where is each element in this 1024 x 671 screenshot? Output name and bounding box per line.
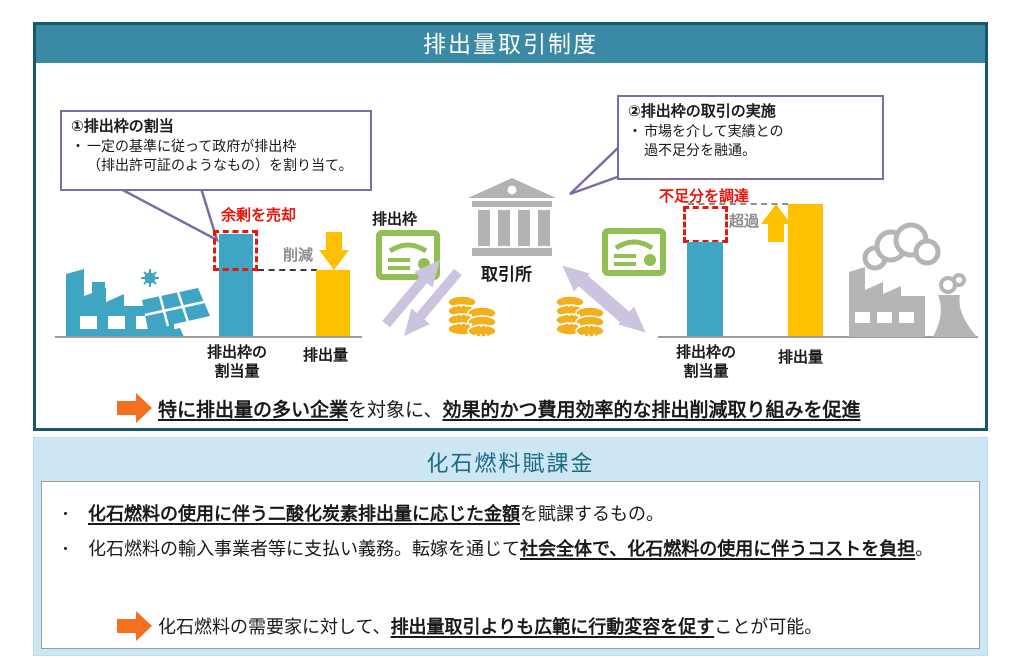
ets-summary-mid: を対象に、 (348, 400, 443, 421)
bullet-char: ・ (58, 541, 74, 558)
levy-bullet1-rest: を賦課するもの。 (520, 504, 664, 524)
coin-stack-icon (555, 295, 605, 338)
callout-allocation-title: ①排出枠の割当 (71, 118, 174, 135)
trade-arrow-icon (579, 273, 646, 333)
emission-bar-label-right: 排出量 (778, 349, 824, 366)
trade-arrow-icon (404, 268, 462, 337)
emission-bar-left (316, 270, 350, 337)
coin-stack-icon (447, 295, 497, 338)
down-arrow-icon (319, 232, 349, 270)
excess-label: 超過 (729, 213, 760, 230)
solar-panel-icon (141, 269, 210, 337)
right-arrow-icon (117, 611, 152, 641)
certificate-icon (376, 230, 440, 280)
callout-trading-title: ②排出枠の取引の実施 (628, 103, 776, 120)
callout-trading: ②排出枠の取引の実施 ・ 市場を介して実績との 過不足分を融通。 (617, 95, 884, 180)
up-arrow-icon (761, 204, 791, 242)
ets-summary: 特に排出量の多い企業を対象に、効果的かつ費用効率的な排出削減取り組みを促進 (158, 396, 978, 426)
allocation-bar-right (687, 242, 723, 337)
reduction-label: 削減 (283, 247, 314, 264)
shortage-procure-label: 不足分を調達 (659, 188, 750, 205)
ets-section-title: 排出量取引制度 (36, 25, 985, 63)
ground-line-left (55, 336, 362, 338)
ground-line-right (658, 336, 978, 338)
trade-arrow-icon (382, 259, 440, 328)
levy-bullet2-bold: 社会全体で、化石燃料の使用に伴うコストを負担 (520, 539, 916, 559)
callout-trading-body: 市場を介して実績との 過不足分を融通。 (644, 123, 784, 158)
ets-summary-bold1: 特に排出量の多い企業 (158, 400, 349, 421)
right-arrow-icon (117, 393, 152, 423)
surplus-dashed-box (213, 230, 258, 271)
ets-summary-bold2: 効果的かつ費用効率的な排出削減取り組みを促進 (442, 400, 861, 421)
smoking-factory-icon (849, 222, 977, 337)
levy-bullet1-bold: 化石燃料の使用に伴う二酸化炭素排出量に応じた金額 (88, 504, 520, 524)
levy-summary-bold: 排出量取引よりも広範に行動変容を促す (390, 617, 715, 637)
level-dashed-line-right (688, 203, 788, 205)
levy-summary: 化石燃料の需要家に対して、排出量取引よりも広範に行動変容を促すことが可能。 (158, 613, 968, 641)
levy-bullet2-pre: 化石燃料の輸入事業者等に支払い義務。転嫁を通じて (88, 539, 520, 559)
bullet-char: ・ (628, 123, 642, 139)
levy-bullet-2: ・ 化石燃料の輸入事業者等に支払い義務。転嫁を通じて社会全体で、化石燃料の使用に… (58, 536, 963, 563)
allocation-bar-left (219, 234, 253, 337)
emission-bar-right (788, 204, 823, 337)
permit-label: 排出枠 (372, 211, 418, 228)
levy-summary-pre: 化石燃料の需要家に対して、 (158, 617, 391, 637)
levy-summary-post: ことが可能。 (714, 617, 823, 637)
allocation-bar-label-right: 排出枠の 割当量 (675, 344, 736, 380)
levy-bullet-1: ・ 化石燃料の使用に伴う二酸化炭素排出量に応じた金額を賦課するもの。 (58, 501, 963, 528)
shortage-dashed-box (683, 206, 728, 243)
certificate-icon (602, 228, 666, 276)
exchange-label: 取引所 (481, 265, 532, 284)
callout-allocation: ①排出枠の割当 ・ 一定の基準に従って政府が排出枠 （排出許可証のようなもの）を… (60, 110, 372, 191)
levy-bullet2-post: 。 (915, 539, 934, 559)
allocation-bar-label-left: 排出枠の 割当量 (206, 344, 267, 380)
emission-bar-label-left: 排出量 (303, 347, 349, 364)
callout-allocation-body: 一定の基準に従って政府が排出枠 （排出許可証のようなもの）を割り当て。 (87, 138, 353, 173)
bullet-char: ・ (58, 506, 74, 523)
levy-content-box (41, 481, 980, 649)
levy-section-title: 化石燃料賦課金 (426, 451, 595, 476)
bullet-char: ・ (71, 138, 85, 154)
surplus-sell-label: 余剰を売却 (221, 207, 297, 224)
level-dashed-line-left (258, 269, 317, 271)
bank-building-icon (468, 178, 556, 256)
